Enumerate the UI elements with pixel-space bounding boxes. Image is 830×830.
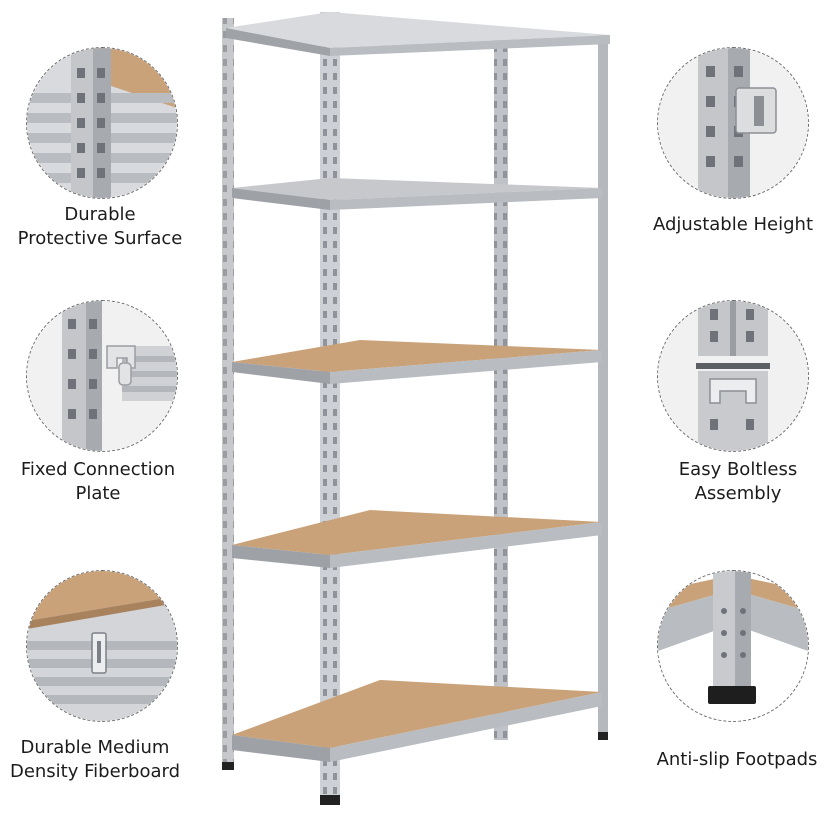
label-line: Protective Surface: [17, 228, 183, 249]
shelf-4: [232, 510, 602, 568]
back-upright-far: [598, 35, 608, 740]
feature-label-protective-surface: Durable Protective Surface: [0, 203, 200, 251]
boltless-assembly-icon: [657, 300, 809, 452]
adjustable-height-icon: [657, 47, 809, 199]
metal-shelving-unit-illustration: [222, 12, 610, 805]
label-line: Density Fiberboard: [9, 761, 181, 782]
label-line: Adjustable Height: [652, 214, 814, 235]
label-line: Fixed Connection: [20, 459, 176, 480]
shelf-bottom: [232, 680, 602, 762]
label-line: Anti-slip Footpads: [656, 749, 818, 770]
feature-label-boltless-assembly: Easy Boltless Assembly: [650, 458, 826, 506]
fiberboard-icon: [26, 570, 178, 722]
label-line: Durable Medium: [20, 737, 170, 758]
shelf-3: [232, 340, 602, 384]
footpad: [320, 795, 340, 805]
connection-plate-icon: [26, 300, 178, 452]
label-line: Assembly: [694, 483, 782, 504]
shelf-top: [226, 12, 610, 56]
feature-label-footpads: Anti-slip Footpads: [648, 748, 826, 772]
label-line: Durable: [64, 204, 136, 225]
feature-label-connection-plate: Fixed Connection Plate: [0, 458, 196, 506]
label-line: Easy Boltless: [678, 459, 798, 480]
feature-label-adjustable-height: Adjustable Height: [640, 213, 826, 237]
feature-label-fiberboard: Durable Medium Density Fiberboard: [0, 736, 190, 784]
surface-detail-icon: [26, 47, 178, 199]
shelf-2: [232, 178, 602, 210]
label-line: Plate: [75, 483, 121, 504]
footpad-icon: [657, 570, 809, 722]
